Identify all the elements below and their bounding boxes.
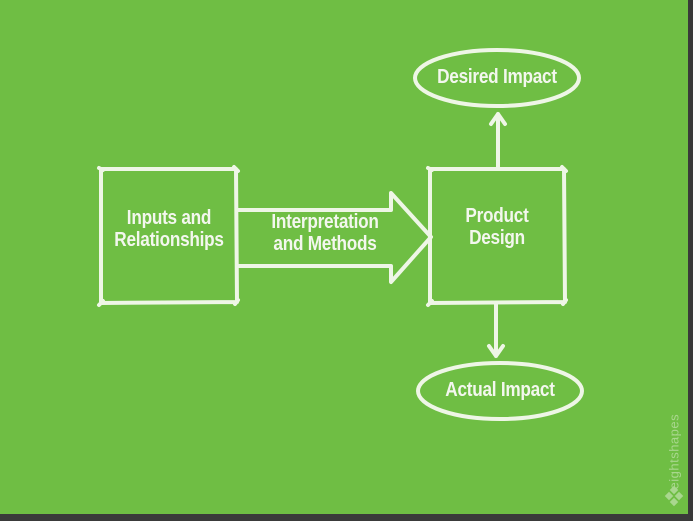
node-desired: Desired Impact [437,66,557,88]
node-inputs: Inputs and Relationships [114,207,224,252]
brand-watermark: eightshapes [662,410,686,510]
flow-diagram [97,48,584,421]
slide-right-shadow [688,0,693,521]
node-actual: Actual Impact [445,379,555,401]
block-arrow [235,191,433,284]
up-arrow [489,112,507,170]
inputs-box [97,165,240,307]
product-box [426,165,568,307]
node-product: Product Design [465,205,529,250]
slide-bottom-shadow [0,514,693,521]
brand-logo-text: eightshapes [666,413,682,490]
edge-methods: Interpretation and Methods [271,211,379,256]
brand-logo-icon [664,486,684,507]
down-arrow [487,302,505,358]
desired-ellipse [413,48,581,108]
actual-ellipse [416,361,584,421]
